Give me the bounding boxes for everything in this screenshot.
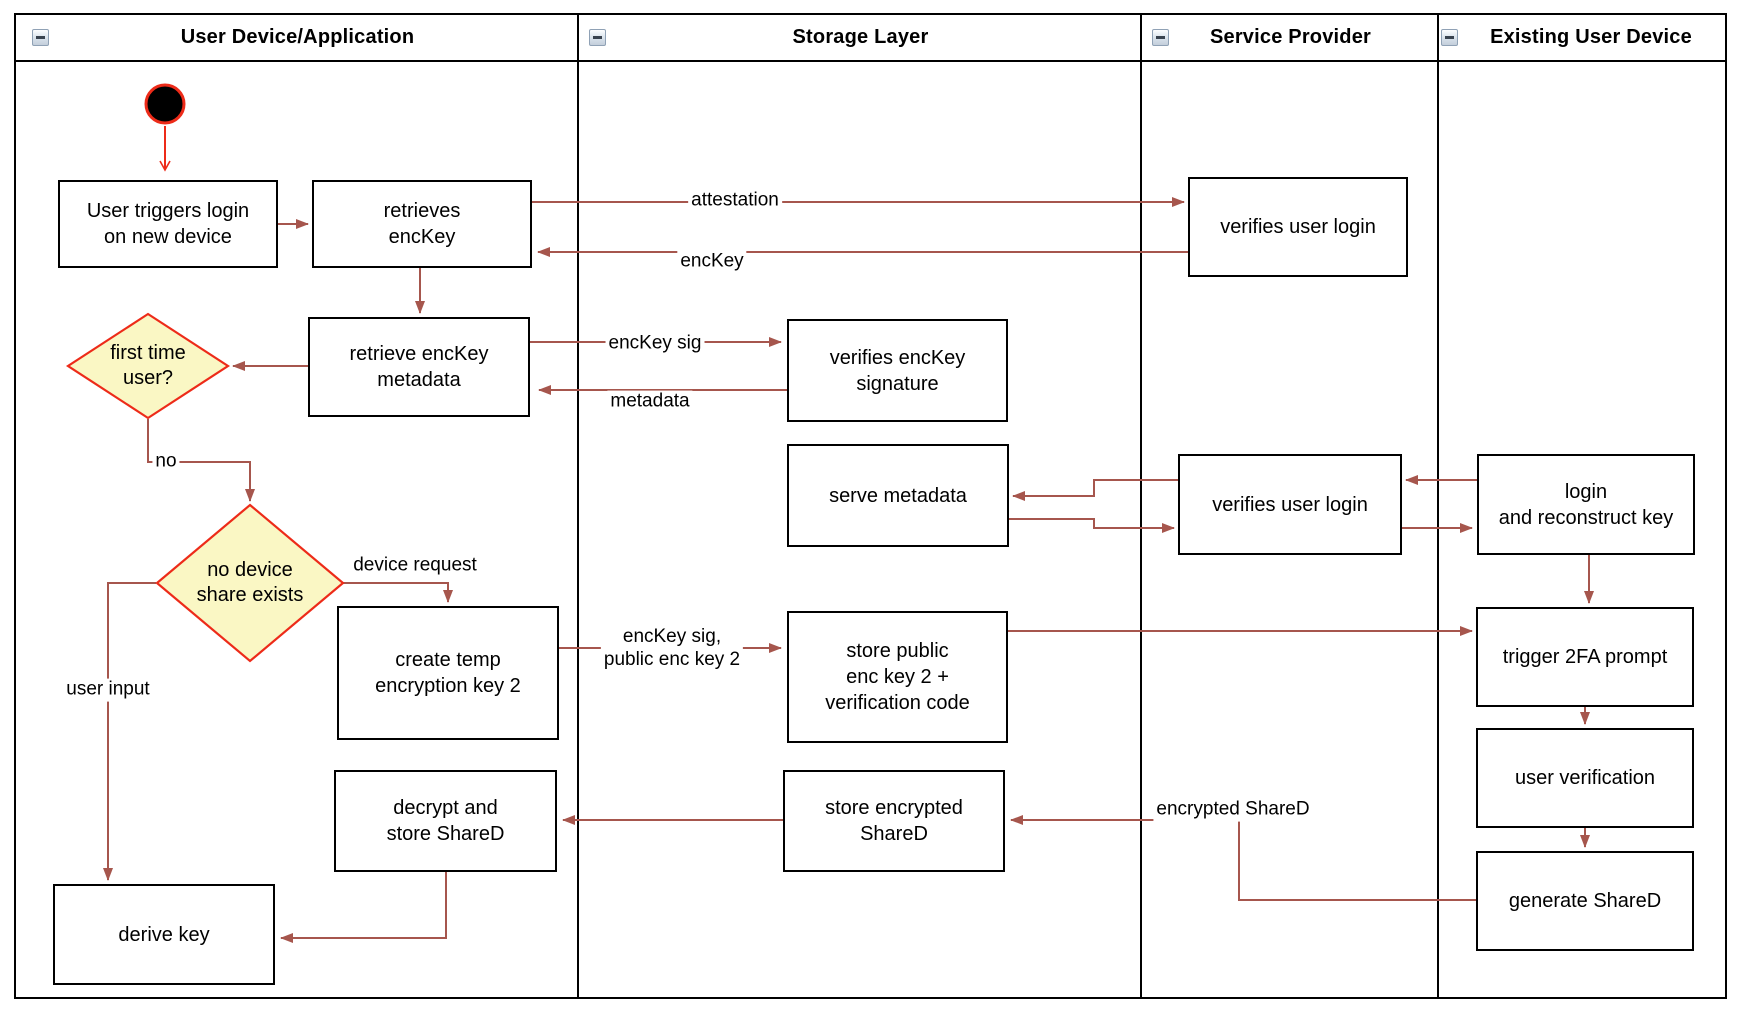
- node-derive-key[interactable]: derive key: [53, 884, 275, 985]
- node-create-temp-encryption-key-2[interactable]: create temp encryption key 2: [337, 606, 559, 740]
- minus-icon: [593, 36, 602, 39]
- edge-verifies-to-serve-metadata[interactable]: [1012, 479, 1178, 501]
- node-verifies-user-login-top[interactable]: verifies user login: [1188, 177, 1408, 277]
- node-decrypt-and-store-shared[interactable]: decrypt and store ShareD: [334, 770, 557, 872]
- node-login-and-reconstruct-key[interactable]: login and reconstruct key: [1477, 454, 1695, 555]
- lane-title-user-device-application: User Device/Application: [180, 26, 415, 48]
- node-store-encrypted-shared[interactable]: store encrypted ShareD: [783, 770, 1005, 872]
- minus-icon: [1445, 36, 1454, 39]
- edge-label-metadata: metadata: [607, 390, 693, 414]
- collapse-lane-button[interactable]: [1152, 29, 1169, 46]
- node-user-triggers-login[interactable]: User triggers login on new device: [58, 180, 278, 268]
- minus-icon: [1156, 36, 1165, 39]
- edge-label-device-request: device request: [350, 554, 480, 578]
- edge-label-enckey: encKey: [677, 250, 747, 274]
- lane-separator: [577, 15, 579, 997]
- edge-user-input[interactable]: [103, 582, 156, 881]
- edge-encrypted-shared[interactable]: [1010, 815, 1476, 901]
- node-serve-metadata[interactable]: serve metadata: [787, 444, 1009, 547]
- node-verifies-user-login-mid[interactable]: verifies user login: [1178, 454, 1402, 555]
- node-retrieves-enckey[interactable]: retrieves encKey: [312, 180, 532, 268]
- node-trigger-2fa-prompt[interactable]: trigger 2FA prompt: [1476, 607, 1694, 707]
- minus-icon: [36, 36, 45, 39]
- lane-separator: [1140, 15, 1142, 997]
- node-store-public-enc-key-2[interactable]: store public enc key 2 + verification co…: [787, 611, 1008, 743]
- lane-title-existing-user-device: Existing User Device: [1490, 26, 1692, 48]
- node-generate-shared[interactable]: generate ShareD: [1476, 851, 1694, 951]
- decision-no-device-share[interactable]: [155, 503, 345, 663]
- edge-device-request[interactable]: [343, 582, 453, 603]
- decision-first-time-user[interactable]: [65, 312, 231, 420]
- lane-title-service-provider: Service Provider: [1209, 26, 1372, 48]
- edge-label-enckey-sig: encKey sig: [605, 332, 705, 356]
- collapse-lane-button[interactable]: [32, 29, 49, 46]
- lane-title-storage-layer: Storage Layer: [792, 26, 929, 48]
- node-retrieve-enckey-metadata[interactable]: retrieve encKey metadata: [308, 317, 530, 417]
- edge-label-encrypted-shared: encrypted ShareD: [1153, 798, 1313, 822]
- node-user-verification[interactable]: user verification: [1476, 728, 1694, 828]
- lane-header-divider: [16, 60, 1725, 62]
- edge-label-user-input: user input: [63, 678, 153, 702]
- collapse-lane-button[interactable]: [589, 29, 606, 46]
- collapse-lane-button[interactable]: [1441, 29, 1458, 46]
- node-verifies-enckey-signature[interactable]: verifies encKey signature: [787, 319, 1008, 422]
- edge-label-attestation: attestation: [688, 189, 782, 213]
- initial-node[interactable]: [144, 83, 186, 125]
- edge-label-enckey-sig-public-enc-key-2: encKey sig, public enc key 2: [600, 626, 744, 672]
- edge-no-branch[interactable]: [147, 419, 255, 502]
- lane-separator: [1437, 15, 1439, 997]
- edge-decrypt-to-derive[interactable]: [280, 872, 447, 943]
- edge-label-no: no: [152, 450, 180, 474]
- edge-serve-metadata-to-verifies[interactable]: [1009, 518, 1175, 533]
